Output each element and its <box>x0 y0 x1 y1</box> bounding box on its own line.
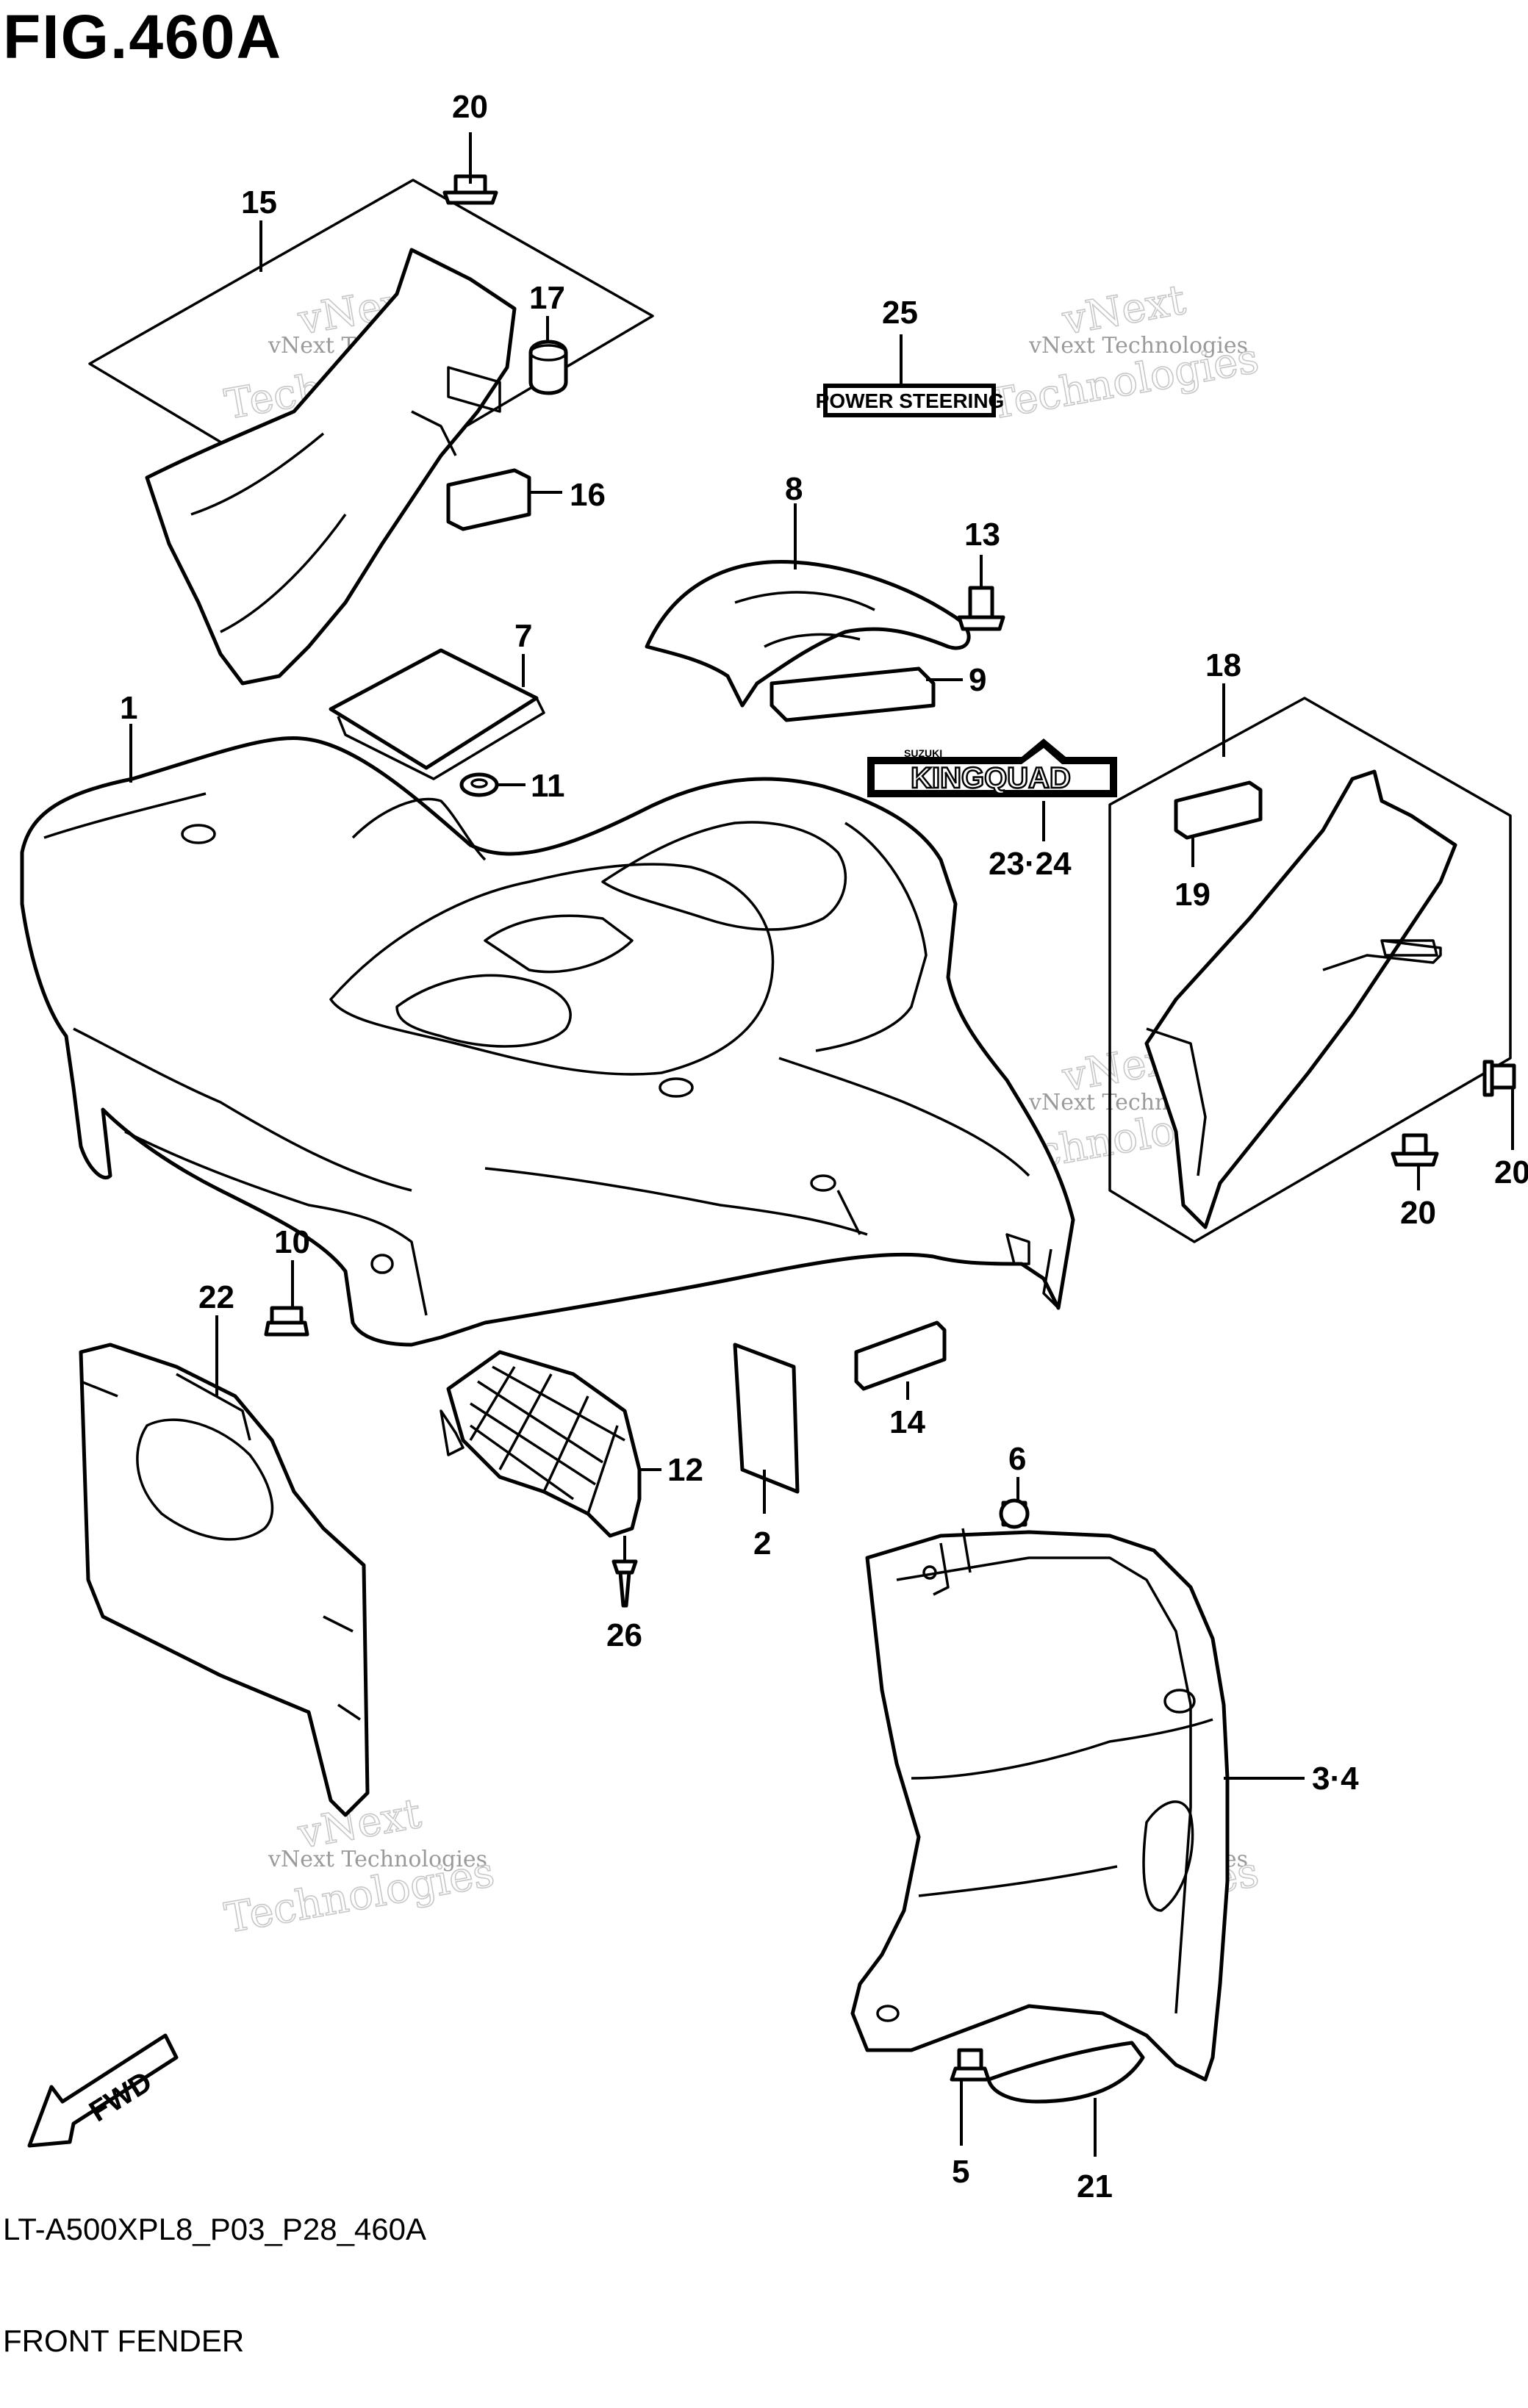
part-23-24-kingquad-emblem: KINGQUAD SUZUKI <box>867 738 1117 797</box>
callout-20-right: 20 <box>1494 1154 1528 1190</box>
callout-20-top: 20 <box>452 89 488 125</box>
callout-2: 2 <box>753 1525 771 1561</box>
part-8-cover <box>645 559 971 708</box>
assembly-name: FRONT FENDER <box>3 2323 245 2358</box>
callout-6: 6 <box>1008 1441 1026 1477</box>
callout-22: 22 <box>198 1279 234 1315</box>
part-20-bolt-right <box>1482 1060 1516 1097</box>
part-1-front-fender <box>20 736 1075 1347</box>
part-17-bushing <box>528 339 568 395</box>
part-15-tab <box>447 366 501 413</box>
callout-21: 21 <box>1077 2168 1113 2204</box>
part-15-detail <box>190 410 457 633</box>
callout-25: 25 <box>882 295 918 331</box>
part-10-bolt <box>264 1306 309 1337</box>
callout-15: 15 <box>241 184 277 220</box>
part-18-group <box>1108 697 1512 1243</box>
watermark-top-right: vNext Technologies vNext Technologies <box>985 276 1263 430</box>
watermark-text: vNext Technologies <box>268 1847 487 1872</box>
part-16-pad <box>446 468 531 531</box>
part-6-bolt <box>999 1498 1030 1529</box>
part-20-bolt-top <box>442 174 498 205</box>
callout-13: 13 <box>964 517 1000 553</box>
part-20-bolt-lower-right <box>1391 1133 1439 1167</box>
callout-3-4: 3·4 <box>1312 1761 1359 1797</box>
callout-8: 8 <box>785 471 803 507</box>
leader-lines <box>129 132 1514 2157</box>
callout-7: 7 <box>514 618 532 654</box>
callout-16: 16 <box>570 477 606 513</box>
callout-10: 10 <box>274 1224 310 1260</box>
model-code: LT-A500XPL8_P03_P28_460A <box>3 2212 427 2246</box>
part-18-group-box <box>1108 697 1512 1243</box>
part-5-bolt <box>950 2048 991 2082</box>
power-steering-text: POWER STEERING <box>816 389 1005 412</box>
part-11-grommet <box>459 772 499 797</box>
part-13-bolt <box>957 586 1005 631</box>
part-2-sheet <box>733 1343 800 1494</box>
callout-20-lower: 20 <box>1400 1195 1436 1231</box>
callout-5: 5 <box>952 2154 969 2190</box>
callout-19: 19 <box>1174 877 1210 913</box>
part-18-inner-panel <box>1144 769 1457 1229</box>
callout-1: 1 <box>120 690 137 726</box>
callout-18: 18 <box>1205 647 1241 683</box>
part-19-pad <box>1174 780 1263 840</box>
fwd-arrow-icon: FWD <box>27 2033 179 2148</box>
part-12-grille <box>440 1350 642 1538</box>
callout-9: 9 <box>969 662 986 698</box>
watermark-text: vNext Technologies <box>1028 333 1248 359</box>
part-7-lid <box>329 648 545 780</box>
callout-26: 26 <box>606 1617 642 1653</box>
callout-17: 17 <box>529 280 565 316</box>
part-15-inner-panel <box>145 248 517 686</box>
part-21-trim <box>986 2041 1145 2104</box>
callout-12: 12 <box>667 1452 703 1488</box>
callout-23-24: 23·24 <box>989 846 1072 882</box>
part-14-pad <box>854 1320 947 1391</box>
part-15-group <box>88 179 654 686</box>
part-26-screw <box>611 1559 638 1608</box>
kingquad-text: KINGQUAD <box>911 762 1071 794</box>
part-25-power-steering-decal: POWER STEERING <box>816 384 1005 417</box>
part-1-storage-well <box>329 863 775 1076</box>
part-9-pad <box>770 666 936 722</box>
part-3-4-inner-fender <box>850 1528 1230 2082</box>
kingquad-small-text: SUZUKI <box>904 747 942 759</box>
callout-labels: 20 15 17 16 25 8 13 9 7 11 1 23·24 18 19… <box>120 89 1528 2204</box>
callout-11: 11 <box>531 768 565 804</box>
part-22-splash-guard <box>79 1343 370 1817</box>
callout-14: 14 <box>889 1404 925 1440</box>
figure-title: FIG.460A <box>3 2 283 71</box>
watermark-bottom-left: vNext Technologies vNext Technologies <box>220 1789 498 1944</box>
